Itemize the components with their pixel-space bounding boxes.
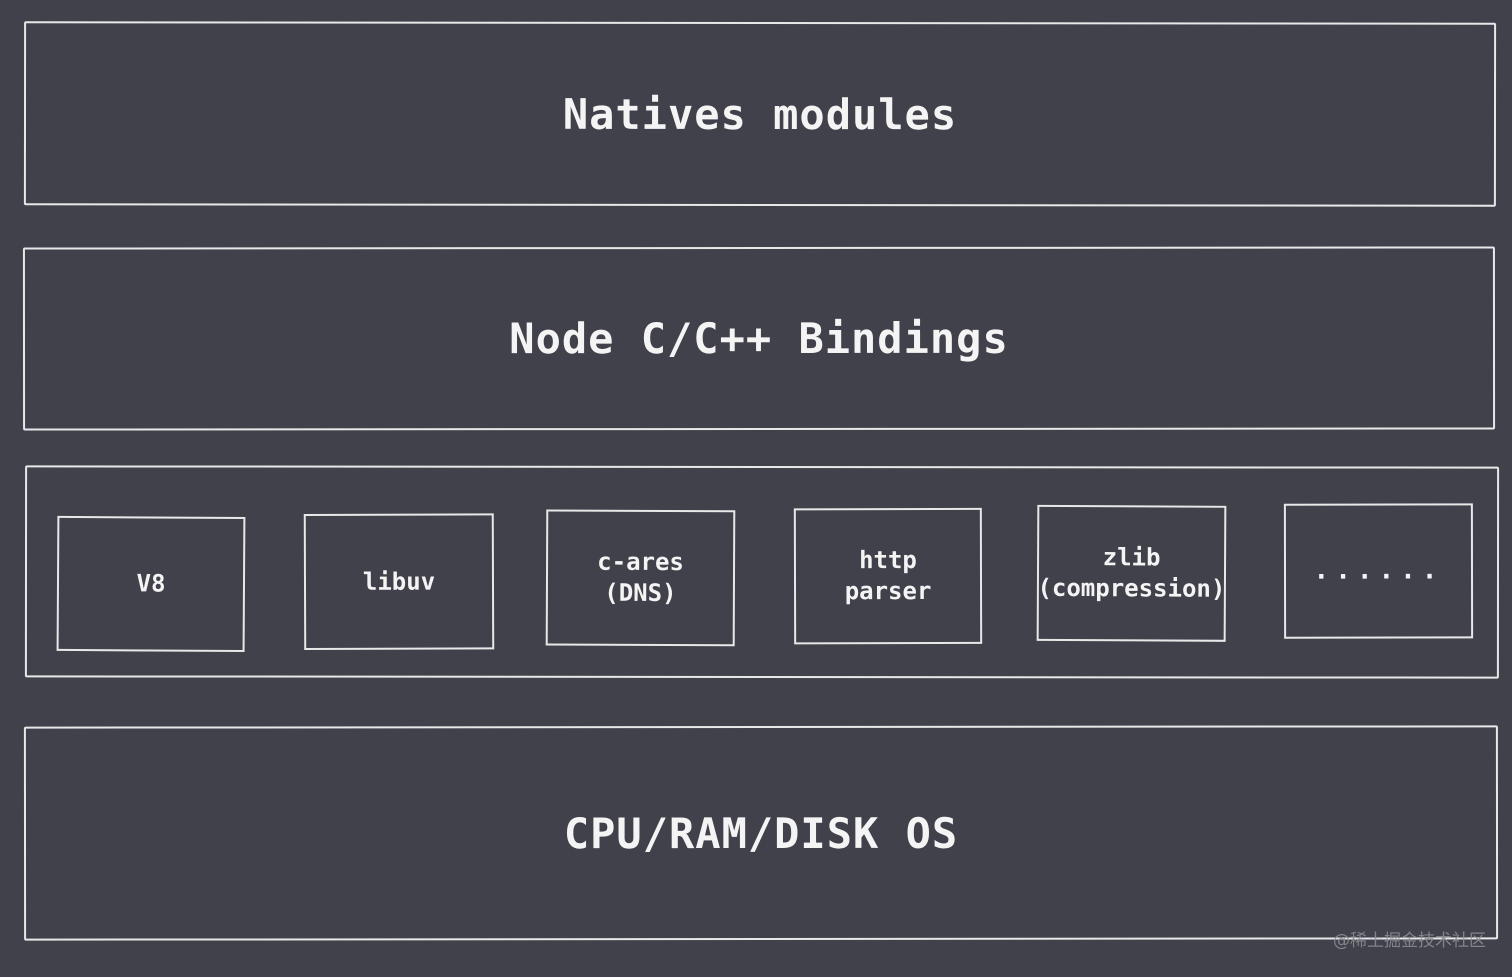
dependency-label-http-parser: http parser	[844, 546, 932, 606]
dependency-box-more: ......	[1283, 503, 1474, 639]
dependency-label-libuv: libuv	[362, 567, 436, 596]
node-bindings-title: Node C/C++ Bindings	[509, 313, 1009, 364]
os-title: CPU/RAM/DISK OS	[563, 808, 959, 858]
natives-modules-layer: Natives modules	[23, 21, 1497, 207]
dependency-label-c-ares: c-ares (DNS)	[597, 547, 684, 608]
dependency-box-libuv: libuv	[303, 513, 495, 651]
dependency-label-v8: V8	[136, 569, 166, 598]
dependency-box-v8: V8	[56, 515, 246, 653]
dependencies-layer: V8 libuv c-ares (DNS) http parser zlib (…	[24, 465, 1500, 679]
natives-modules-title: Natives modules	[562, 89, 958, 139]
dependency-label-more: ......	[1313, 555, 1444, 586]
dependency-box-http-parser: http parser	[793, 507, 983, 645]
watermark: @稀土掘金技术社区	[1333, 931, 1486, 951]
dependency-box-zlib: zlib (compression)	[1036, 504, 1227, 642]
dependency-label-zlib: zlib (compression)	[1037, 543, 1226, 603]
dependency-box-c-ares: c-ares (DNS)	[545, 509, 736, 647]
node-bindings-layer: Node C/C++ Bindings	[22, 246, 1496, 431]
os-layer: CPU/RAM/DISK OS	[23, 725, 1499, 941]
